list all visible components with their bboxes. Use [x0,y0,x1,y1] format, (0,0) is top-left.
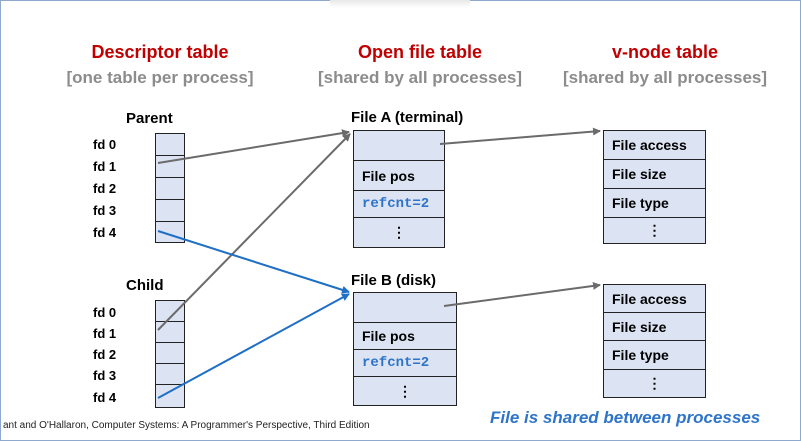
arrow-file-a-to-vnode-a [439,127,601,145]
open-file-table-subtitle: [shared by all processes] [317,68,523,87]
arrow-child-fd4-to-file-b [157,293,350,399]
vnode-b-file-size: File size [604,313,705,341]
child-fd0-slot [156,301,184,322]
file-b-ellipsis: ⋮ [398,382,412,399]
file-b-row-0 [354,293,456,323]
parent-fd3-slot [156,200,184,222]
vnode-a-table: File access File size File type ⋮ [603,130,706,244]
open-file-table-title: Open file table [357,42,483,62]
vnode-a-file-type: File type [604,189,705,218]
arrow-parent-fd1-to-file-a [157,129,350,164]
file-b-label: File B (disk) [351,272,437,289]
parent-descriptor-table [155,133,185,243]
file-b-refcnt: refcnt=2 [354,350,456,377]
child-label: Child [126,277,164,294]
arrow-file-b-to-vnode-b [443,281,601,307]
vnode-b-ellipsis: ⋮ [647,375,662,391]
descriptor-table-title: Descriptor table [91,42,229,62]
parent-fd1-slot [156,156,184,178]
parent-fd4-label: fd 4 [93,225,117,240]
file-a-refcnt: refcnt=2 [354,191,444,218]
child-fd1-slot [156,322,184,343]
parent-fd0-label: fd 0 [93,137,117,152]
vnode-b-file-access: File access [604,285,705,313]
child-fd3-slot [156,364,184,385]
arrow-parent-fd4-to-file-b [157,230,350,294]
file-a-row-0 [354,131,444,161]
file-a-ellipsis: ⋮ [392,224,406,240]
shared-file-note: File is shared between processes [490,408,761,427]
parent-label: Parent [126,110,173,127]
file-a-file-pos: File pos [354,161,444,191]
child-fd2-slot [156,343,184,364]
parent-fd0-slot [156,134,184,156]
vnode-table-title: v-node table [611,42,718,62]
child-descriptor-table [155,300,185,408]
child-fd1-label: fd 1 [93,326,117,341]
vnode-a-file-access: File access [604,131,705,160]
child-fd4-label: fd 4 [93,390,117,405]
file-b-table: File pos refcnt=2 ⋮ [353,292,457,406]
child-fd3-label: fd 3 [93,368,117,383]
parent-fd1-label: fd 1 [93,159,117,174]
parent-fd2-slot [156,178,184,200]
parent-fd2-label: fd 2 [93,181,117,196]
vnode-a-file-size: File size [604,160,705,189]
arrow-child-fd1-to-file-a [157,133,351,331]
vnode-a-ellipsis: ⋮ [647,222,662,238]
top-shadow [330,0,470,8]
file-a-table: File pos refcnt=2 ⋮ [353,130,445,248]
child-fd2-label: fd 2 [93,347,117,362]
descriptor-table-subtitle: [one table per process] [66,68,254,87]
child-fd0-label: fd 0 [93,305,117,320]
citation-footer: ant and O'Hallaron, Computer Systems: A … [3,420,370,431]
file-b-file-pos: File pos [354,323,456,350]
vnode-b-file-type: File type [604,341,705,370]
file-a-label: File A (terminal) [351,109,464,126]
vnode-table-subtitle: [shared by all processes] [562,68,768,87]
parent-fd3-label: fd 3 [93,203,117,218]
vnode-b-table: File access File size File type ⋮ [603,284,706,398]
